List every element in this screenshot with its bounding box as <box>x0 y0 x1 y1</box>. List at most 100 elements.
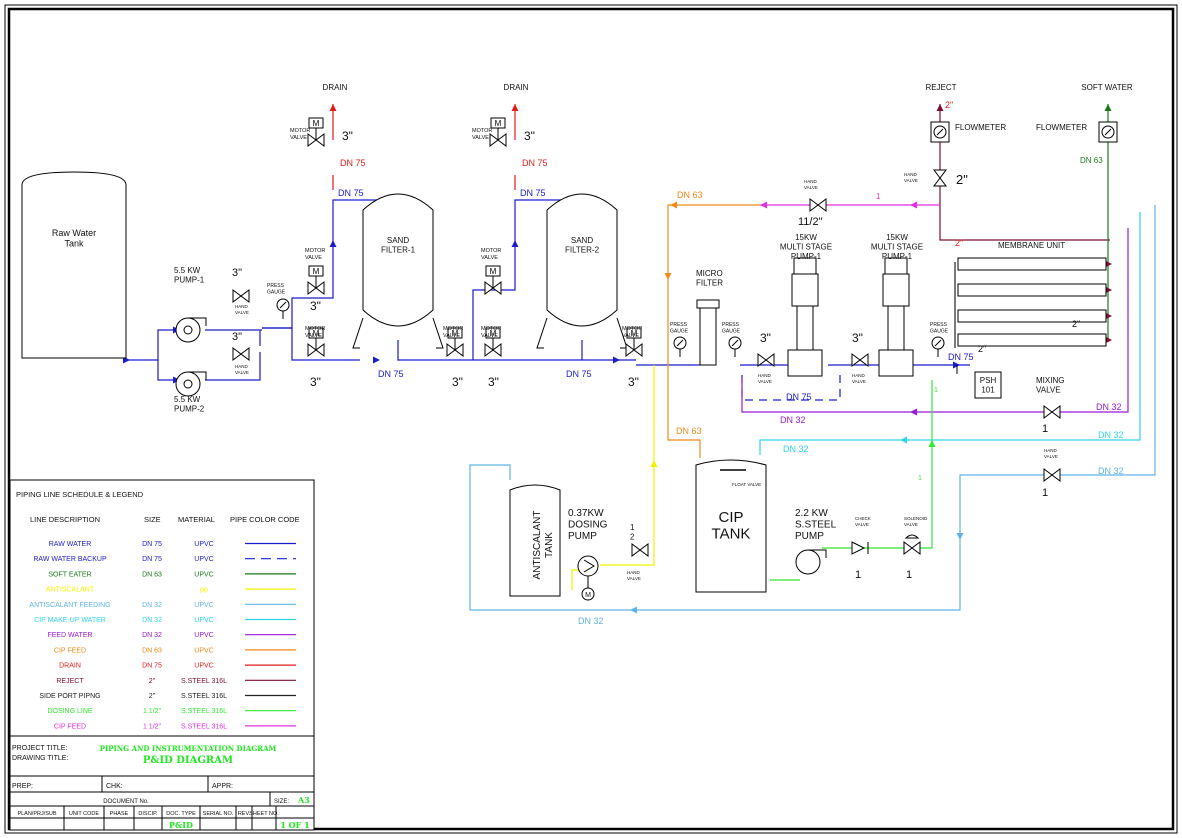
legend-table: PIPING LINE SCHEDULE & LEGEND LINE DESCRI… <box>9 479 315 737</box>
hand-valve <box>757 353 775 367</box>
dosing-pump-label: 0.37KW <box>568 508 604 519</box>
legend-row-material: S.STEEL 316L <box>181 708 227 715</box>
psh-label: PSH <box>980 376 997 385</box>
motor-valve: M <box>307 327 325 357</box>
dn63-label: DN 63 <box>1080 156 1103 165</box>
legend-frame <box>9 479 315 737</box>
raw-tank-label: Raw Water <box>52 228 96 238</box>
tb-column-header: DOC. TYPE <box>166 811 196 817</box>
size-label: 3" <box>760 331 771 345</box>
micro-filter <box>699 304 717 366</box>
flow-arrow <box>329 104 337 111</box>
motor-valve-label: VALVE <box>622 333 639 339</box>
size-label: 1 <box>630 523 635 532</box>
size-value: A3 <box>297 795 310 805</box>
flow-arrow <box>630 606 637 614</box>
size-label: 2" <box>956 172 968 187</box>
hand-valve-label: HAND <box>627 570 641 575</box>
raw-tank-label: Tank <box>64 239 84 249</box>
flowmeter-label: FLOWMETER <box>955 123 1006 132</box>
psh-box <box>974 371 1002 399</box>
hand-valve <box>933 169 947 187</box>
outer-border <box>4 4 1178 834</box>
legend-row-desc: DOSING LINE <box>47 708 92 715</box>
motor-valve-label: VALVE <box>472 135 489 141</box>
pressure-gauge <box>276 298 290 319</box>
actuator-m: M <box>495 119 502 128</box>
legend-row-size: DN 32 <box>142 617 162 624</box>
hand-valve-label: VALVE <box>235 370 249 375</box>
actuator <box>308 265 324 277</box>
membrane-element <box>957 257 1107 271</box>
legend-header: LINE DESCRIPTION <box>30 515 100 524</box>
doc-type-value: P&ID <box>169 820 193 830</box>
tb-column-header: PHASE <box>110 811 129 817</box>
legend-row-material: S.STEEL 316L <box>181 723 227 730</box>
solenoid-valve <box>903 541 921 555</box>
hp-pump-label: MULTI STAGE <box>780 243 832 252</box>
size-label: 11/2" <box>798 216 823 228</box>
size-label: 3" <box>524 129 535 143</box>
cip-pump-label: PUMP <box>795 531 824 542</box>
dosing-size: 1 <box>918 475 922 482</box>
pump-base <box>787 349 823 377</box>
dn75-drain-label: DN 75 <box>522 158 548 168</box>
check-valve-icon <box>851 541 869 555</box>
project-title: PIPING AND INSTRUMENTATION DIAGRAM <box>100 744 277 753</box>
cip-tank <box>695 459 767 593</box>
mixing-valve <box>1043 405 1061 419</box>
check-valve-label: VALVE <box>855 522 869 527</box>
legend-row-desc: CIP MAKE-UP WATER <box>34 617 106 624</box>
legend-title: PIPING LINE SCHEDULE & LEGEND <box>16 490 144 499</box>
dn32-label: DN 32 <box>1098 430 1124 440</box>
float-valve-label: FLOAT VALVE <box>732 482 761 487</box>
sand-filter-label: SAND <box>571 236 593 245</box>
solenoid-valve-label: VALVE <box>904 522 918 527</box>
prep-label: PREP: <box>12 783 33 790</box>
motor-valve-label: VALVE <box>481 333 498 339</box>
pump-column <box>796 305 814 351</box>
legend-header: PIPE COLOR CODE <box>230 515 300 524</box>
size-label: 3" <box>852 331 863 345</box>
valve-body <box>903 541 921 555</box>
legend-row-desc: REJECT <box>56 678 84 685</box>
pump-outlet <box>188 371 207 380</box>
flow-arrow <box>910 201 917 209</box>
micro-filter-label: FILTER <box>696 279 723 288</box>
legend-row-size: DN 32 <box>142 602 162 609</box>
cip-pump-label: 2.2 KW <box>795 508 828 519</box>
raw-water-tank <box>21 171 127 359</box>
cip-feed-line <box>667 204 760 458</box>
legend-row-size: 1 1/2" <box>143 708 162 715</box>
legend-row-size: 1 1/2" <box>143 723 162 730</box>
motor-valve-label: MOTOR <box>472 128 492 134</box>
micro-filter-cap <box>696 299 720 309</box>
flow-arrow <box>760 201 767 209</box>
dn75-drain-label: DN 75 <box>340 158 366 168</box>
reject-size: 2" <box>945 100 953 110</box>
actuator-m: M <box>490 329 497 338</box>
actuator-m: M <box>452 329 459 338</box>
fm-needle <box>936 128 944 136</box>
mixing-label: MIXING <box>1036 376 1064 385</box>
actuator <box>490 117 506 129</box>
motor-valve-label: MOTOR <box>290 128 310 134</box>
legend-row-size: DN 75 <box>142 541 162 548</box>
valve-body <box>757 353 775 367</box>
project-title-label: PROJECT TITLE: <box>12 745 67 752</box>
size-label: 2 <box>630 533 635 542</box>
filter-leg <box>352 317 364 349</box>
legend-header: MATERIAL <box>178 515 215 524</box>
legend-row-size: DN 75 <box>142 556 162 563</box>
doc-no-label: DOCUMENT No. <box>103 799 149 805</box>
micro-filter-label: MICRO <box>696 269 723 278</box>
hand-valve-label: VALVE <box>758 379 772 384</box>
pump-eye <box>183 325 193 335</box>
raw-water-line <box>397 340 636 361</box>
flow-arrow <box>1104 104 1112 111</box>
pump-eye <box>183 379 193 389</box>
flow-arrow <box>900 436 907 444</box>
motor-valve: M <box>307 265 325 295</box>
actuator <box>485 265 501 277</box>
